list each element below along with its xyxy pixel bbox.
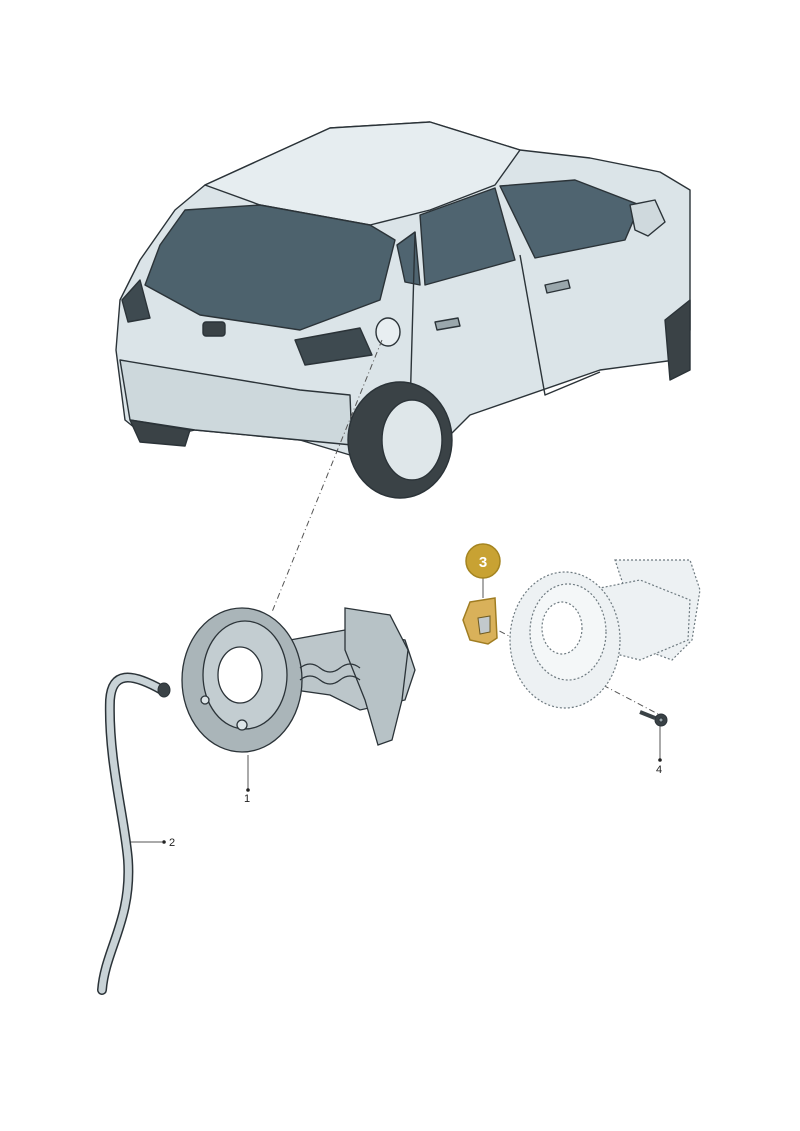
screw-part (639, 710, 668, 727)
car-tail-light-left (121, 279, 151, 323)
callout-label-3: 3 (479, 554, 487, 571)
callout-label-1: 1 (244, 793, 250, 805)
leader-car-to-part1 (271, 339, 383, 613)
callout-dot-4 (658, 758, 662, 762)
car-front-wheel (664, 299, 691, 381)
screw-head-center (658, 717, 664, 723)
leader-part3-to-screw (487, 624, 661, 716)
fuel-flap-spring (299, 675, 361, 685)
fuel-flap-clip (236, 719, 248, 731)
car-logo (202, 321, 226, 337)
car-side-window-front (499, 179, 641, 259)
drain-hose-end (157, 682, 171, 698)
car-door-handle-front (544, 279, 571, 294)
ghost-flap-opening (541, 601, 583, 655)
callout-labels: 1 2 4 3 (162, 543, 662, 849)
car-rear-window (144, 204, 396, 331)
callout-label-2: 2 (169, 837, 175, 849)
callout-dot-2 (162, 840, 166, 844)
car-side-window-rear (419, 187, 516, 286)
car-left-wheel (129, 419, 191, 447)
drain-hose-inner (98, 674, 166, 994)
callout-badge-3 (465, 543, 501, 579)
fuel-flap-clip (200, 695, 210, 705)
leader-lines (130, 339, 661, 843)
callout-dot-1 (246, 788, 250, 792)
fuel-flap-opening (217, 646, 263, 704)
fuel-flap-spring (299, 663, 361, 673)
car-mirror (629, 199, 666, 237)
car-door-seam (409, 231, 601, 411)
bracket-detail (477, 615, 491, 635)
bracket-part (462, 597, 498, 645)
fuel-flap-part (181, 607, 416, 753)
screw-thread (639, 710, 656, 720)
car-door-handle-rear (434, 317, 461, 331)
car-fuel-flap-location (375, 317, 401, 347)
car-tail-light-right (294, 327, 373, 366)
callout-label-4: 4 (656, 764, 662, 776)
ghost-fuel-flap-assembly (509, 559, 701, 709)
car-rear-rim (381, 399, 443, 481)
car-illustration (115, 121, 691, 499)
fuel-flap-lid (344, 607, 409, 746)
drain-hose-part (97, 672, 171, 995)
